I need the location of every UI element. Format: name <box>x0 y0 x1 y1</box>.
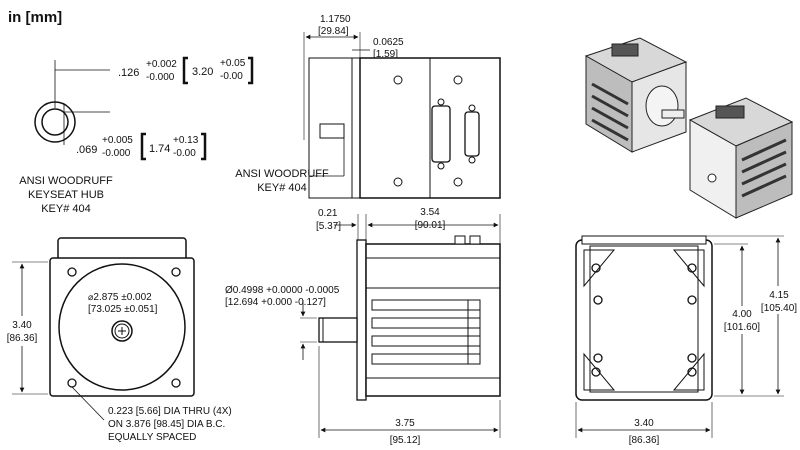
key-len-in: 1.1750 <box>320 14 351 25</box>
back-height-mm: [101.60] <box>724 322 760 333</box>
pilot-dia-mm: [73.025 ±0.051] <box>88 304 158 315</box>
units-label: in [mm] <box>8 9 62 26</box>
db9-connector <box>464 111 480 157</box>
pilot-circle <box>58 263 186 391</box>
keyseat-b-mm-plus: +0.13 <box>173 135 199 146</box>
flange-mm: [5.37] <box>316 221 341 232</box>
key-label-1: ANSI WOODRUFF <box>235 168 329 180</box>
body-len-in: 3.54 <box>420 207 440 218</box>
keyseat-a-tol-plus: +0.002 <box>146 59 177 70</box>
body-len-mm: [90.01] <box>415 220 446 231</box>
mount-hole <box>171 378 181 388</box>
keyseat-b-mm: 1.74 <box>149 143 170 155</box>
keyseat-detail: .126 +0.002 -0.000 3.20 +0.05 -0.00 .069… <box>19 56 254 215</box>
isometric-view-back <box>688 97 794 219</box>
back-width-mm: [86.36] <box>629 435 660 446</box>
shaft-side <box>318 317 358 343</box>
top-view: 1.1750 [1.59] [29.84] 0.0625 [1.59] ANSI… <box>235 14 501 199</box>
keyseat-b-tol-minus: -0.000 <box>102 148 131 159</box>
keyseat-b-tol-plus: +0.005 <box>102 135 133 146</box>
keyseat-label-1: ANSI WOODRUFF <box>19 175 113 187</box>
pilot-dia-in: ⌀2.875 ±0.002 <box>88 292 152 303</box>
hole-note-1: 0.223 [5.66] DIA THRU (4X) <box>108 406 232 417</box>
key-label-2: KEY# 404 <box>257 182 307 194</box>
key-shape <box>319 123 345 139</box>
back-width-in: 3.40 <box>634 418 654 429</box>
back-total-in: 4.15 <box>769 290 789 301</box>
flange-in: 0.21 <box>318 208 338 219</box>
hub-bore-circle <box>41 108 69 136</box>
keyseat-label-2: KEYSEAT HUB <box>28 189 104 201</box>
key-depth-mm: [1.59] <box>373 49 398 60</box>
side-view: 0.21 [5.37] 3.54 [90.01] Ø0.4998 +0.0000… <box>225 207 501 446</box>
shaft-dia-in: Ø0.4998 +0.0000 -0.0005 <box>225 285 340 296</box>
back-height-in: 4.00 <box>732 309 752 320</box>
overall-len-mm: [95.12] <box>390 435 421 446</box>
isometric-view-front <box>584 37 688 153</box>
mount-hole <box>67 267 77 277</box>
db15-connector <box>431 105 451 163</box>
key-len-mm-label: [29.84] <box>318 26 349 37</box>
keyseat-a-mm-minus: -0.00 <box>220 71 243 82</box>
front-view: ⌀2.875 ±0.002 [73.025 ±0.051] 3.40 [86.3… <box>4 237 232 443</box>
front-width-in: 3.40 <box>12 320 32 331</box>
shaft-end <box>111 320 133 342</box>
mount-hole <box>171 267 181 277</box>
hole-note-3: EQUALLY SPACED <box>108 432 196 443</box>
keyseat-b-in: .069 <box>76 144 97 156</box>
keyseat-b-mm-minus: -0.00 <box>173 148 196 159</box>
keyseat-a-mm-plus: +0.05 <box>220 58 246 69</box>
keyseat-a-tol-minus: -0.000 <box>146 72 175 83</box>
key-depth-in: 0.0625 <box>373 37 404 48</box>
back-total-mm: [105.40] <box>761 303 797 314</box>
hole-note-2: ON 3.876 [98.45] DIA B.C. <box>108 419 225 430</box>
shaft-dia-mm: [12.694 +0.000 -0.127] <box>225 297 326 308</box>
keyseat-label-3: KEY# 404 <box>41 203 91 215</box>
back-view: 4.00 [101.60] 4.15 [105.40] 3.40 [86.36] <box>575 235 800 446</box>
keyseat-a-in: .126 <box>118 67 139 79</box>
overall-len-in: 3.75 <box>395 418 415 429</box>
front-width-mm: [86.36] <box>7 333 38 344</box>
keyseat-a-mm: 3.20 <box>192 66 213 78</box>
